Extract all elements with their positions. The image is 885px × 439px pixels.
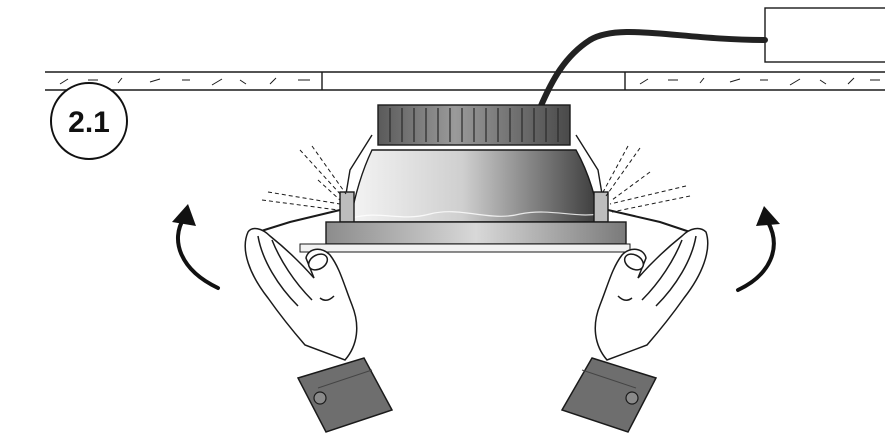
rotate-arrow-up-right-icon xyxy=(736,206,780,292)
right-hand xyxy=(594,227,709,361)
reflector xyxy=(349,149,601,223)
motion-lines-left xyxy=(261,145,347,211)
power-cable xyxy=(537,29,768,111)
ceiling-panel xyxy=(45,71,885,91)
step-number: 2.1 xyxy=(68,106,110,139)
reflector-rim-line xyxy=(351,211,599,219)
spring-clips xyxy=(257,134,691,233)
left-cuff xyxy=(296,357,394,433)
heat-sink xyxy=(377,104,571,146)
motion-lines-right xyxy=(601,145,691,213)
step-badge: 2.1 xyxy=(50,82,128,160)
left-cuff-button xyxy=(313,391,327,405)
rotate-arrow-up-left-icon xyxy=(172,204,220,290)
right-cuff xyxy=(560,357,658,433)
driver-box xyxy=(764,7,885,63)
right-cuff-button xyxy=(625,391,639,405)
flange xyxy=(299,221,631,253)
left-hand xyxy=(244,227,358,361)
ceiling-texture xyxy=(59,77,880,86)
